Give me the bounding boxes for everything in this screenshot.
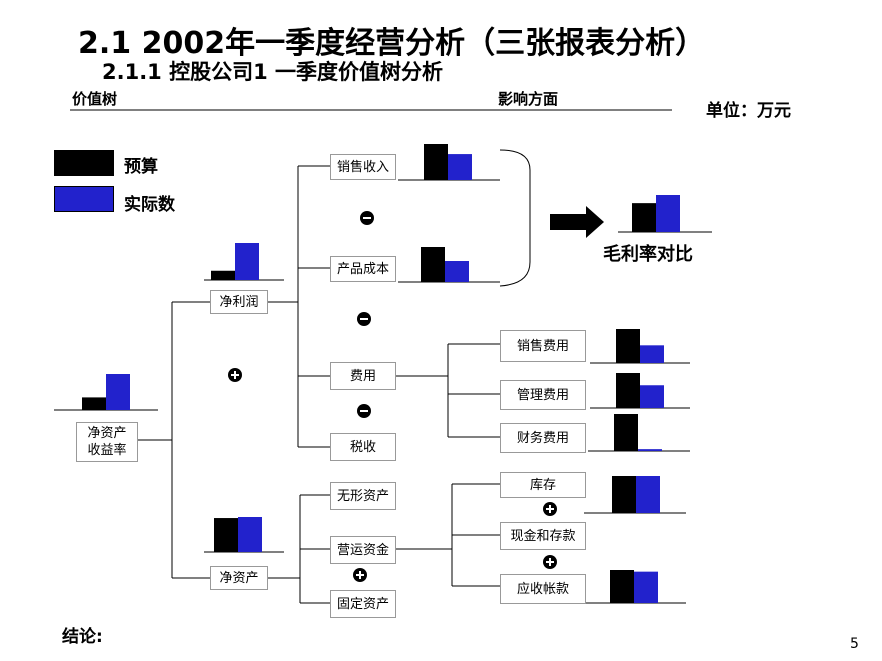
node-receivables: 应收帐款 [500,574,586,604]
node-roe: 净资产 收益率 [76,422,138,462]
gross-margin-label: 毛利率对比 [603,244,693,265]
bar-budget-7 [616,373,640,408]
node-tax: 税收 [330,433,396,461]
bar-actual-6 [640,345,664,363]
node-expenses: 费用 [330,362,396,390]
bar-actual-4 [445,261,469,282]
minus-operator-3 [357,404,371,418]
bar-actual-8 [638,449,662,451]
bar-actual-5 [656,195,680,232]
bar-actual-7 [640,385,664,408]
bar-budget-4 [421,247,445,282]
node-admin-expense: 管理费用 [500,380,586,410]
plus-operator-3 [543,502,557,516]
arrow-right-icon [550,206,604,238]
value-tree-header: 价值树 [72,90,118,108]
bar-budget-3 [424,144,448,180]
plus-operator-1 [228,368,242,382]
bar-budget-0 [82,397,106,410]
node-product-cost: 产品成本 [330,256,396,282]
minus-operator-1 [360,211,374,225]
node-selling-expense: 销售费用 [500,330,586,362]
bar-budget-1 [211,270,235,280]
node-working-capital: 营运资金 [330,536,396,564]
bar-actual-0 [106,374,130,410]
page-title: 2.1 2002年一季度经营分析（三张报表分析） [78,26,706,61]
conclusion-label: 结论: [62,627,103,647]
bar-actual-1 [235,243,259,280]
node-intangible-assets: 无形资产 [330,482,396,510]
node-cash-deposits: 现金和存款 [500,522,586,550]
node-net-assets: 净资产 [210,566,268,590]
bar-budget-6 [616,329,640,363]
node-sales-revenue: 销售收入 [330,154,396,180]
unit-label: 单位：万元 [706,101,791,121]
plus-operator-2 [353,568,367,582]
legend-budget-label: 预算 [124,157,158,177]
bar-actual-3 [448,154,472,180]
minus-operator-2 [357,312,371,326]
legend-actual-label: 实际数 [124,195,175,215]
bar-budget-2 [214,518,238,552]
node-finance-expense: 财务费用 [500,423,586,453]
page-subtitle: 2.1.1 控股公司1 一季度价值树分析 [102,60,444,84]
bar-budget-8 [614,414,638,451]
impact-header: 影响方面 [498,90,559,108]
bar-actual-9 [636,476,660,513]
bar-budget-10 [610,570,634,603]
page-number: 5 [850,636,859,652]
node-net-profit: 净利润 [210,290,268,314]
bar-budget-5 [632,203,656,232]
bar-actual-10 [634,571,658,603]
bar-budget-9 [612,476,636,513]
legend-budget-swatch [54,150,114,176]
bar-actual-2 [238,517,262,552]
node-fixed-assets: 固定资产 [330,590,396,618]
plus-operator-4 [543,555,557,569]
legend-actual-swatch [54,186,114,212]
node-inventory: 库存 [500,472,586,498]
